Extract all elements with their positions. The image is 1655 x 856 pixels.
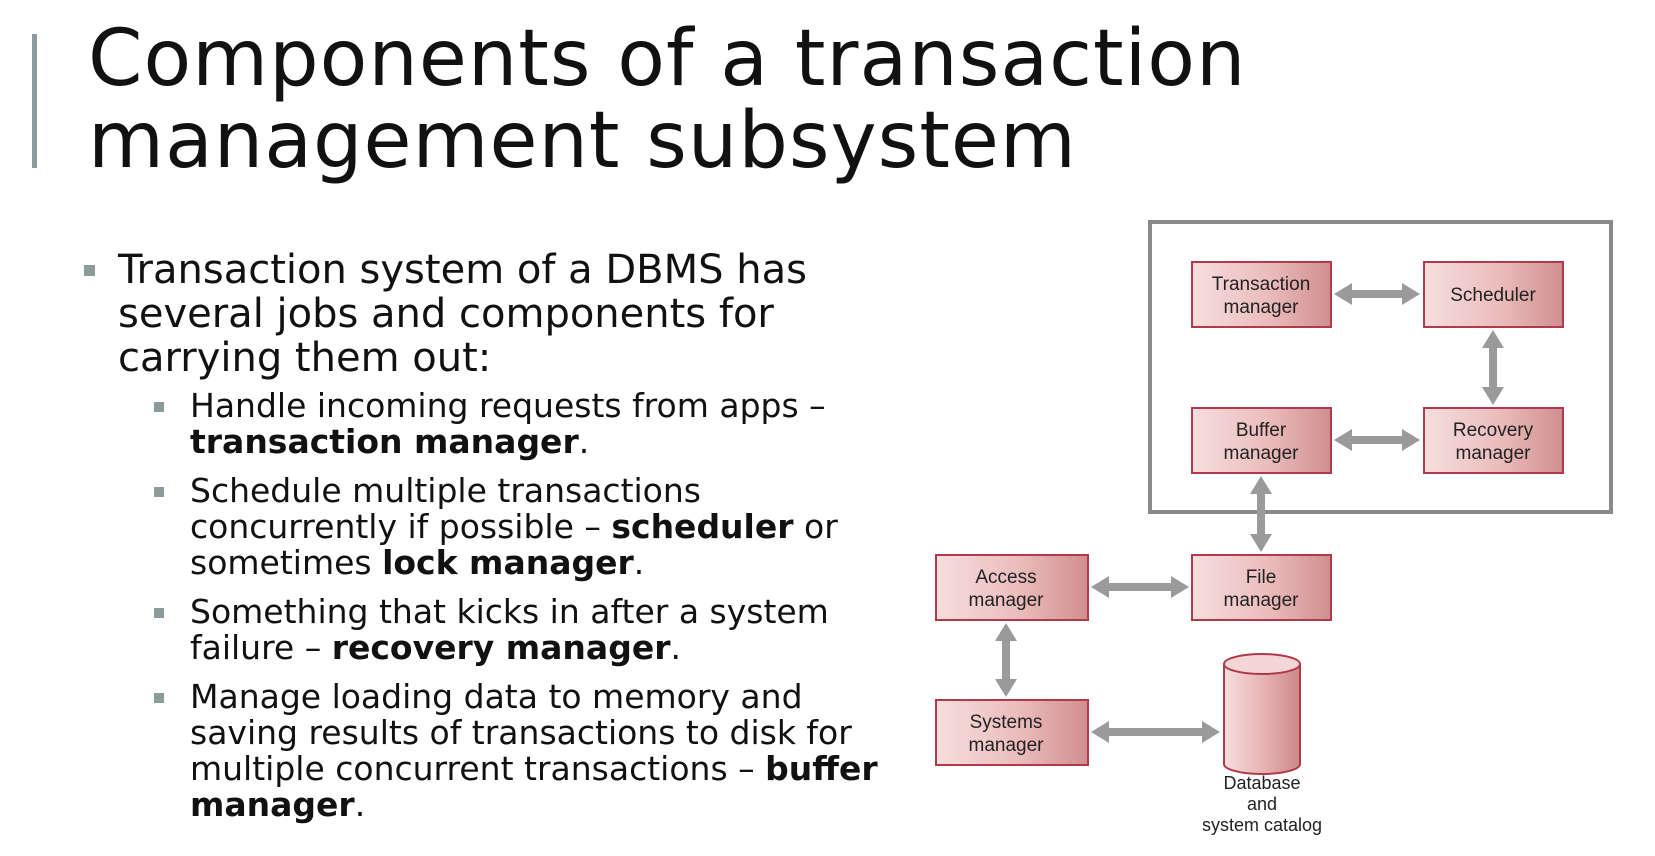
recovery-manager-label-2: manager <box>1456 443 1532 464</box>
scheduler-box: Scheduler <box>1423 261 1564 328</box>
page-title: Components of a transaction management s… <box>88 18 1246 182</box>
list-item: Manage loading data to memory and saving… <box>154 679 902 823</box>
item-bold: buffer manager <box>190 749 878 824</box>
file-manager-box: File manager <box>1191 554 1332 621</box>
title-accent-bar <box>32 34 37 168</box>
sub-bullet-list: Handle incoming requests from apps – tra… <box>154 388 902 823</box>
item-middle: or sometimes <box>190 507 838 582</box>
item-bold: transaction manager <box>190 422 579 461</box>
item-suffix: . <box>354 785 366 824</box>
square-bullet-icon <box>154 693 164 703</box>
access-manager-label-2: manager <box>969 590 1045 611</box>
item-bold: scheduler <box>611 507 794 546</box>
buffer-manager-label-1: Buffer <box>1236 420 1287 441</box>
arrow-buffer-recovery <box>1334 429 1420 451</box>
bullet-content: Transaction system of a DBMS has several… <box>82 248 902 836</box>
square-bullet-icon <box>154 487 164 497</box>
database-label-1: Database <box>1223 773 1300 793</box>
list-item: Something that kicks in after a system f… <box>154 594 902 666</box>
transaction-manager-box: Transaction manager <box>1191 261 1332 328</box>
transaction-manager-label-2: manager <box>1224 297 1300 318</box>
transaction-manager-label-1: Transaction <box>1212 274 1311 295</box>
intro-text: Transaction system of a DBMS has several… <box>118 247 807 381</box>
arrow-transaction-scheduler <box>1334 283 1420 305</box>
arrow-systems-database <box>1091 721 1220 743</box>
title-line-2: management subsystem <box>88 96 1077 186</box>
item-suffix: . <box>633 543 645 582</box>
access-manager-label-1: Access <box>975 567 1036 588</box>
file-manager-label-1: File <box>1246 567 1277 588</box>
arrow-buffer-file <box>1250 476 1272 552</box>
file-manager-label-2: manager <box>1224 590 1300 611</box>
list-item: Schedule multiple transactions concurren… <box>154 473 902 581</box>
scheduler-label: Scheduler <box>1450 285 1536 306</box>
systems-manager-box: Systems manager <box>935 699 1089 766</box>
buffer-manager-label-2: manager <box>1224 443 1300 464</box>
intro-bullet: Transaction system of a DBMS has several… <box>82 248 902 380</box>
database-label-3: system catalog <box>1202 815 1322 835</box>
item-text: Handle incoming requests from apps – <box>190 386 826 425</box>
recovery-manager-box: Recovery manager <box>1423 407 1564 474</box>
list-item: Handle incoming requests from apps – tra… <box>154 388 902 460</box>
arrow-scheduler-recovery <box>1482 330 1504 405</box>
item-bold: recovery manager <box>331 628 671 667</box>
arrow-access-systems <box>995 623 1017 697</box>
square-bullet-icon <box>154 402 164 412</box>
square-bullet-icon <box>84 265 95 276</box>
square-bullet-icon <box>154 608 164 618</box>
item-text: Manage loading data to memory and saving… <box>190 677 852 788</box>
arrow-access-file <box>1091 576 1189 598</box>
item-suffix: . <box>578 422 590 461</box>
recovery-manager-label-1: Recovery <box>1453 420 1534 441</box>
database-label-2: and <box>1247 794 1277 814</box>
title-line-1: Components of a transaction <box>88 14 1247 104</box>
buffer-manager-box: Buffer manager <box>1191 407 1332 474</box>
systems-manager-label-1: Systems <box>970 712 1043 733</box>
item-suffix: . <box>670 628 681 667</box>
item-text: Something that kicks in after a system f… <box>190 592 829 667</box>
item-text: Schedule multiple transactions concurren… <box>190 471 701 546</box>
database-cylinder-icon <box>1223 653 1301 775</box>
item-bold-2: lock manager <box>382 543 634 582</box>
systems-manager-label-2: manager <box>969 735 1045 756</box>
access-manager-box: Access manager <box>935 554 1089 621</box>
